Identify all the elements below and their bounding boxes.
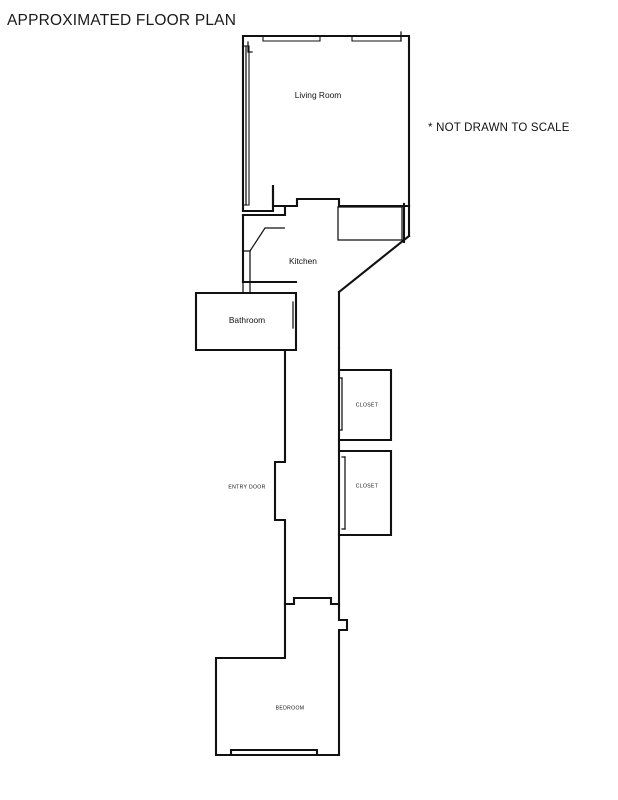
- kitchen-door-swing: [242, 227, 285, 283]
- kitchen-walls: [241, 184, 411, 350]
- living-room-label: Living Room: [295, 90, 342, 100]
- page-title: APPROXIMATED FLOOR PLAN: [7, 12, 237, 29]
- closet-upper-walls: [337, 368, 393, 442]
- bathroom-walls: [194, 282, 298, 352]
- bedroom-label: BEDROOM: [276, 705, 305, 711]
- living-room-window-top-left: [262, 35, 321, 42]
- hallway-walls: [273, 346, 341, 608]
- scale-disclaimer-note: * NOT DRAWN TO SCALE: [428, 122, 570, 134]
- closet-lower-walls: [337, 449, 393, 537]
- entry-door-label: ENTRY DOOR: [228, 484, 265, 490]
- closet-upper-label: CLOSET: [356, 402, 378, 408]
- bedroom-window-bottom: [229, 748, 319, 757]
- closet-lower-label: CLOSET: [356, 483, 378, 489]
- living-room-walls: [241, 34, 411, 213]
- bedroom-walls: [214, 596, 349, 757]
- bathroom-label: Bathroom: [229, 315, 265, 325]
- living-room-door-jamb: [247, 41, 253, 53]
- kitchen-label: Kitchen: [289, 256, 317, 266]
- living-room-window-top-right: [351, 31, 402, 42]
- kitchen-pantry-closet: [337, 202, 406, 244]
- living-room-window-left: [242, 45, 250, 206]
